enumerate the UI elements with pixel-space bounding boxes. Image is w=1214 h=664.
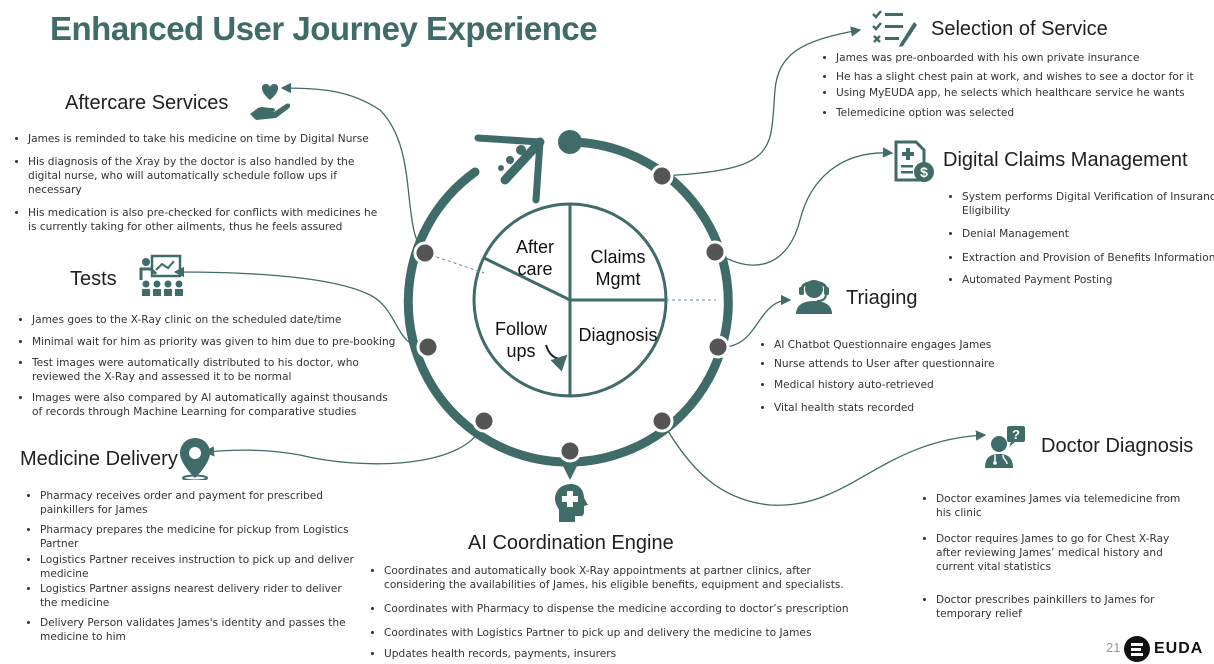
list-item: Logistics Partner assigns nearest delive… <box>40 582 358 610</box>
list-item: Minimal wait for him as priority was giv… <box>32 335 397 349</box>
brain-head-icon <box>555 484 588 522</box>
claims-title: Digital Claims Management <box>943 149 1188 171</box>
list-item: Delivery Person validates James's identi… <box>40 616 358 644</box>
wheel-label-after-care: After care <box>500 236 570 280</box>
wheel-text: ups <box>506 341 536 361</box>
aftercare-bullets: James is reminded to take his medicine o… <box>14 132 388 234</box>
ring-node <box>706 335 730 359</box>
ring-node <box>472 409 496 433</box>
page-title: Enhanced User Journey Experience <box>50 10 598 47</box>
presentation-icon <box>139 254 183 296</box>
wheel-text: Mgmt <box>595 269 641 289</box>
claims-bullets: System performs Digital Verification of … <box>948 190 1214 287</box>
wheel-label-claims: Claims Mgmt <box>578 246 658 290</box>
list-item: Test images were automatically distribut… <box>32 356 397 384</box>
ring-arrow-icon <box>474 134 545 204</box>
wheel-label-diagnosis: Diagnosis <box>578 325 658 345</box>
list-item: Telemedicine option was selected <box>836 106 1206 120</box>
headset-agent-icon <box>796 280 832 314</box>
ring-start-dot <box>558 130 582 154</box>
list-item: Denial Management <box>962 227 1214 241</box>
aftercare-title: Aftercare Services <box>65 92 229 114</box>
wheel-text: Follow <box>494 319 547 339</box>
list-item: Coordinates with Pharmacy to dispense th… <box>384 602 874 616</box>
wheel-label-follow-ups: Follow ups <box>488 318 554 362</box>
list-item: Pharmacy receives order and payment for … <box>40 489 358 517</box>
list-item: Coordinates with Logistics Partner to pi… <box>384 626 874 640</box>
medicine-bullets: Pharmacy receives order and payment for … <box>26 489 358 644</box>
claim-document-icon: $ <box>894 140 934 182</box>
triaging-bullets: AI Chatbot Questionnaire engages James N… <box>760 338 1034 415</box>
ring-node <box>650 409 674 433</box>
list-item: Using MyEUDA app, he selects which healt… <box>836 86 1206 100</box>
ring-node <box>558 439 582 463</box>
list-item: Doctor examines James via telemedicine f… <box>936 492 1196 520</box>
list-item: Medical history auto-retrieved <box>774 378 1034 392</box>
list-item: System performs Digital Verification of … <box>962 190 1214 218</box>
wheel-text: After <box>515 237 554 257</box>
list-item: Nurse attends to User after questionnair… <box>774 357 1034 371</box>
list-item: James was pre-onboarded with his own pri… <box>836 51 1206 65</box>
list-item: Images were also compared by AI automati… <box>32 391 397 419</box>
checklist-icon <box>872 10 917 47</box>
ring-node <box>416 335 440 359</box>
selection-bullets: James was pre-onboarded with his own pri… <box>822 51 1206 120</box>
list-item: Logistics Partner receives instruction t… <box>40 553 358 581</box>
outer-ring <box>403 137 733 467</box>
list-item: AI Chatbot Questionnaire engages James <box>774 338 1034 352</box>
selection-title: Selection of Service <box>931 18 1108 40</box>
triaging-title: Triaging <box>846 287 918 309</box>
doctor-question-icon: ? <box>985 426 1025 468</box>
svg-text:?: ? <box>1012 427 1020 442</box>
list-item: His diagnosis of the Xray by the doctor … <box>28 155 388 197</box>
euda-logo-icon <box>1124 636 1150 662</box>
ring-node <box>413 241 437 265</box>
ring-node <box>650 164 674 188</box>
list-item: Automated Payment Posting <box>962 273 1214 287</box>
list-item: Doctor requires James to go for Chest X-… <box>936 532 1196 574</box>
doctor-bullets: Doctor examines James via telemedicine f… <box>922 492 1196 621</box>
list-item: Updates health records, payments, insure… <box>384 647 874 661</box>
list-item: His medication is also pre-checked for c… <box>28 206 388 234</box>
ai-title: AI Coordination Engine <box>468 532 674 554</box>
list-item: Pharmacy prepares the medicine for picku… <box>40 523 358 551</box>
location-pin-icon <box>180 438 210 480</box>
wheel-text: care <box>517 259 553 279</box>
list-item: Extraction and Provision of Benefits Inf… <box>962 251 1214 265</box>
list-item: Doctor prescribes painkillers to James f… <box>936 593 1196 621</box>
tests-bullets: James goes to the X-Ray clinic on the sc… <box>18 313 397 419</box>
tests-title: Tests <box>70 268 117 290</box>
list-item: Vital health stats recorded <box>774 401 1034 415</box>
list-item: He has a slight chest pain at work, and … <box>836 70 1206 84</box>
list-item: James goes to the X-Ray clinic on the sc… <box>32 313 397 327</box>
euda-logo-text: EUDA <box>1154 640 1204 657</box>
list-item: James is reminded to take his medicine o… <box>28 132 388 146</box>
wheel-text: Claims <box>590 247 646 267</box>
page-number: 21 <box>1106 640 1121 655</box>
list-item: Coordinates and automatically book X-Ray… <box>384 564 874 592</box>
doctor-title: Doctor Diagnosis <box>1041 435 1194 457</box>
ring-node <box>703 240 727 264</box>
svg-text:$: $ <box>920 164 928 180</box>
medicine-title: Medicine Delivery <box>20 448 178 470</box>
hand-heart-icon <box>250 84 291 120</box>
ai-bullets: Coordinates and automatically book X-Ray… <box>370 564 874 661</box>
